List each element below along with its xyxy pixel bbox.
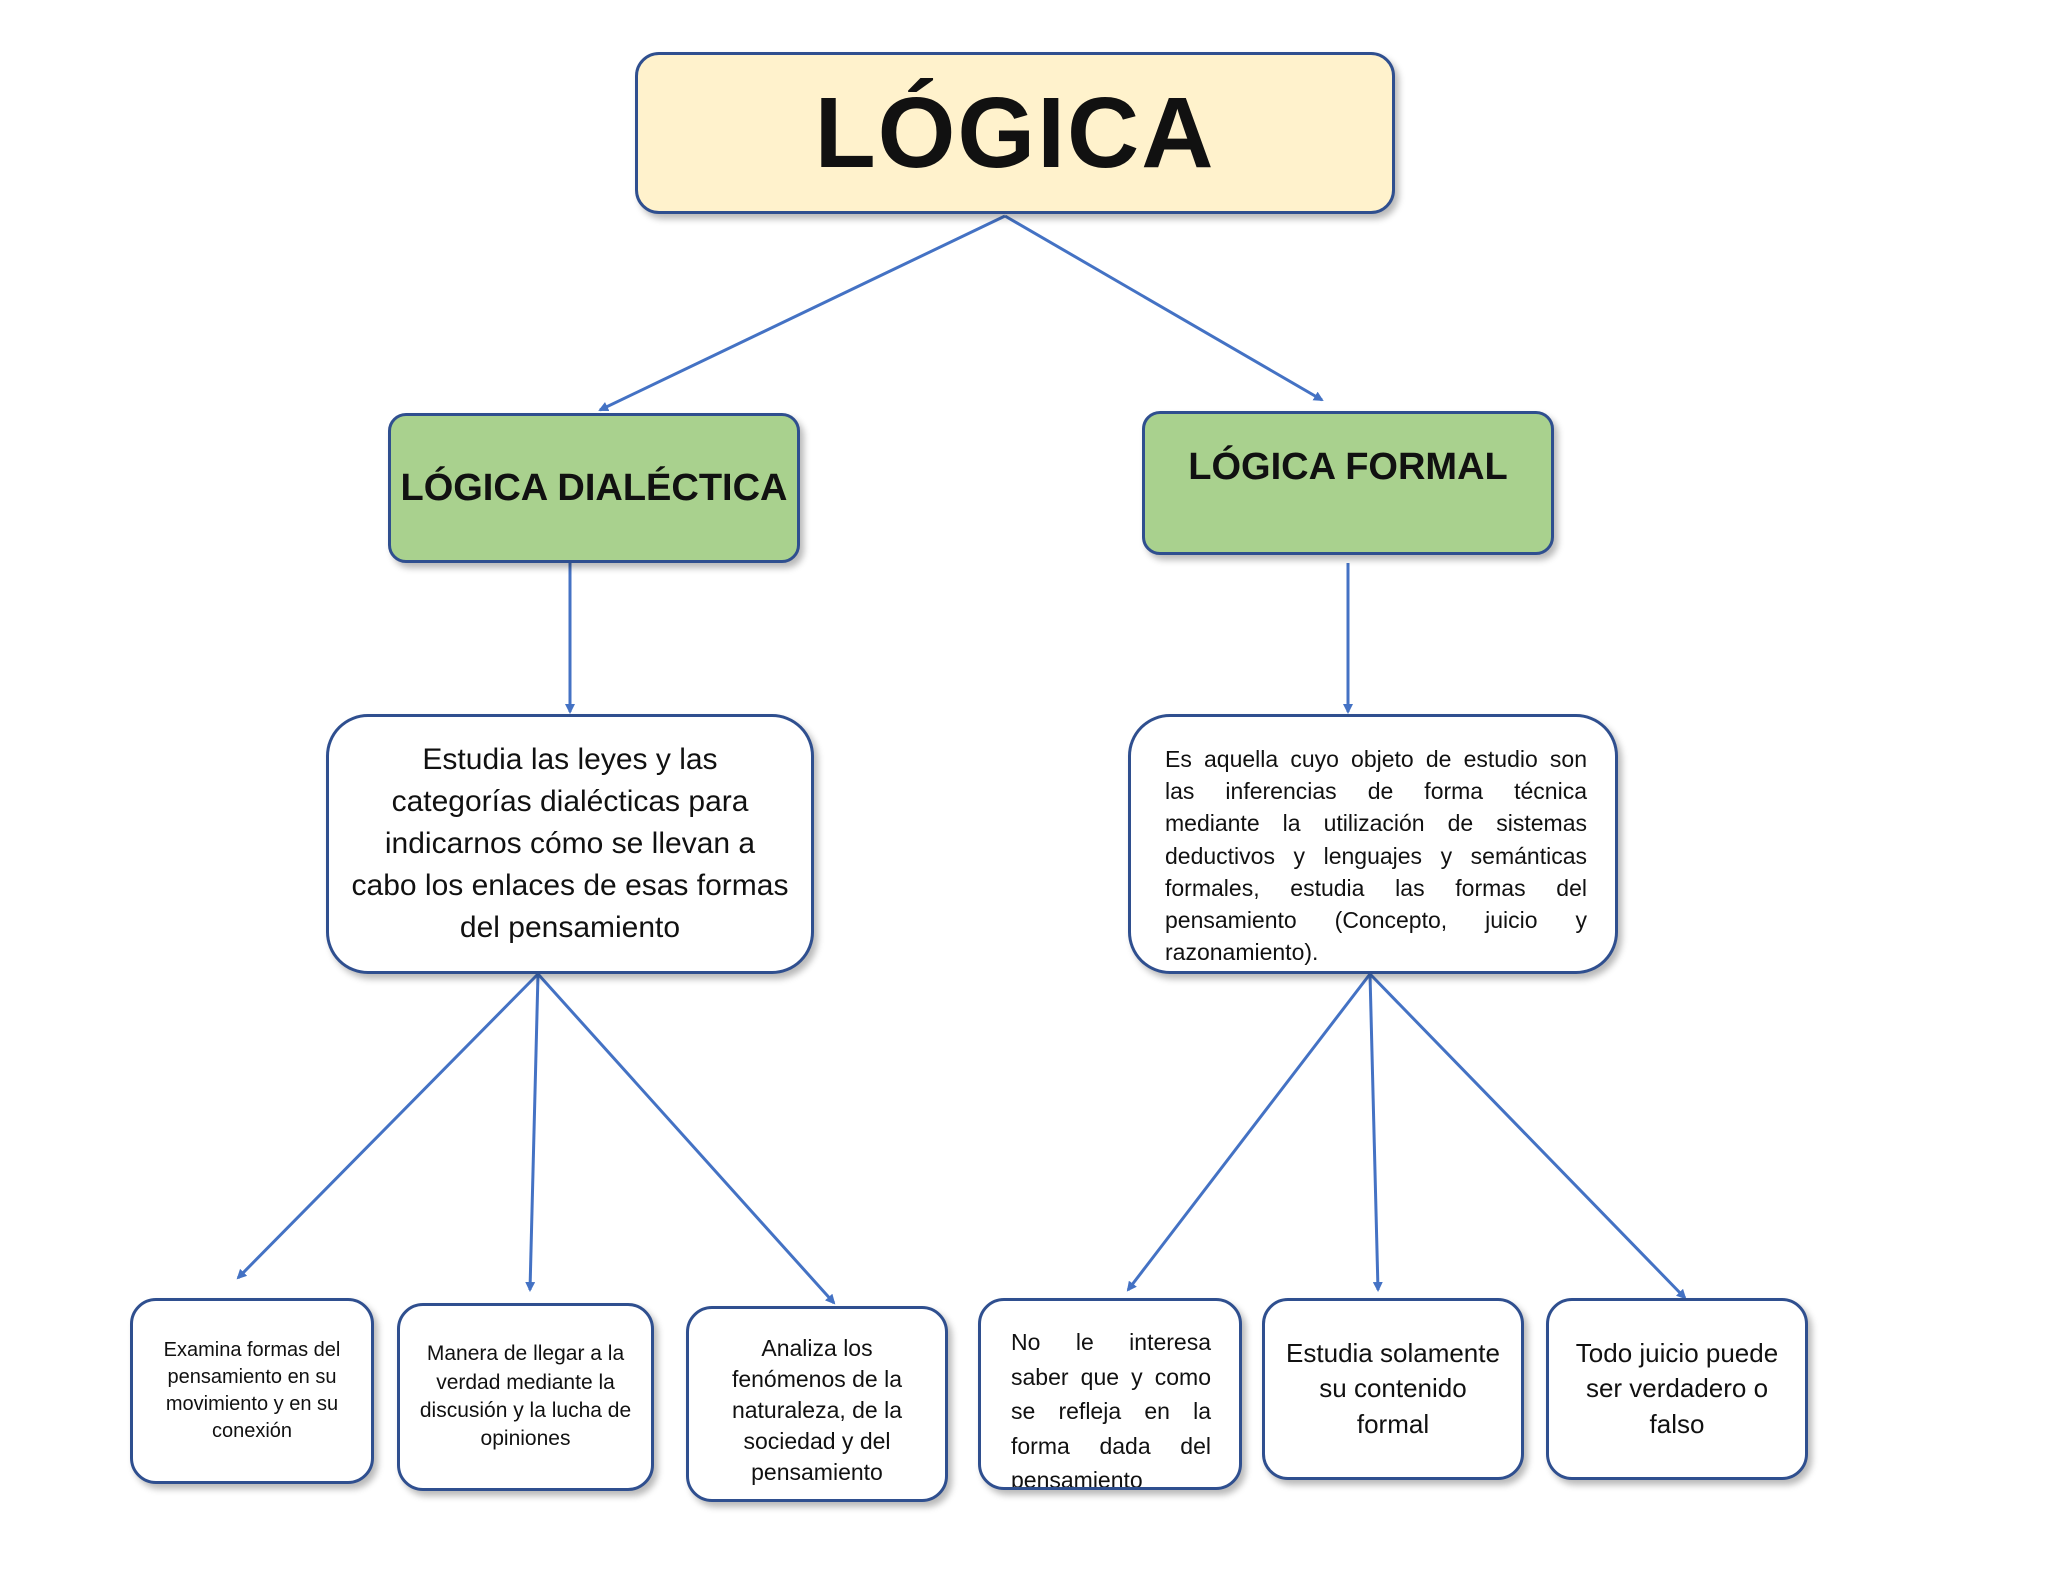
arrow-formal-leaf-1 (1126, 973, 1372, 1292)
description-text-dialectica: Estudia las leyes y las categorías dialé… (351, 743, 789, 944)
leaf-text: Estudia solamente su contenido formal (1286, 1338, 1500, 1439)
arrow-dialectica-leaf-3 (536, 972, 836, 1305)
description-node-dialectica: Estudia las leyes y las categorías dialé… (326, 714, 814, 974)
leaf-node-formal-3: Todo juicio puede ser verdadero o falso (1546, 1298, 1808, 1480)
leaf-node-formal-2: Estudia solamente su contenido formal (1262, 1298, 1524, 1480)
arrow-formal-leaf-3 (1368, 972, 1687, 1300)
leaf-node-dialectica-1: Examina formas del pensamiento en su mov… (130, 1298, 374, 1484)
arrow-formal-leaf-2 (1368, 973, 1383, 1292)
arrow-dialectica-leaf-2 (525, 973, 540, 1292)
root-node: LÓGICA (635, 52, 1395, 214)
description-node-formal: Es aquella cuyo objeto de estudio son la… (1128, 714, 1618, 974)
leaf-text: Examina formas del pensamiento en su mov… (163, 1339, 341, 1442)
category-node-dialectica: LÓGICA DIALÉCTICA (388, 413, 800, 563)
leaf-node-formal-1: No le interesa saber que y como se refle… (978, 1298, 1242, 1490)
leaf-text: Manera de llegar a la verdad mediante la… (419, 1342, 632, 1451)
arrow-root-to-dialectica (598, 214, 1006, 412)
leaf-text: Analiza los fenómenos de la naturaleza, … (731, 1335, 903, 1486)
description-text-formal: Es aquella cuyo objeto de estudio son la… (1165, 746, 1587, 966)
category-label-formal: LÓGICA FORMAL (1188, 446, 1508, 488)
leaf-text: No le interesa saber que y como se refle… (1011, 1329, 1211, 1490)
leaf-text: Todo juicio puede ser verdadero o falso (1575, 1338, 1779, 1439)
category-node-formal: LÓGICA FORMAL (1142, 411, 1554, 555)
leaf-node-dialectica-3: Analiza los fenómenos de la naturaleza, … (686, 1306, 948, 1502)
arrow-root-to-formal (1004, 214, 1324, 402)
arrow-dialectica-leaf-1 (236, 972, 540, 1280)
leaf-node-dialectica-2: Manera de llegar a la verdad mediante la… (397, 1303, 654, 1491)
category-label-dialectica: LÓGICA DIALÉCTICA (400, 466, 788, 509)
root-label: LÓGICA (814, 76, 1216, 189)
